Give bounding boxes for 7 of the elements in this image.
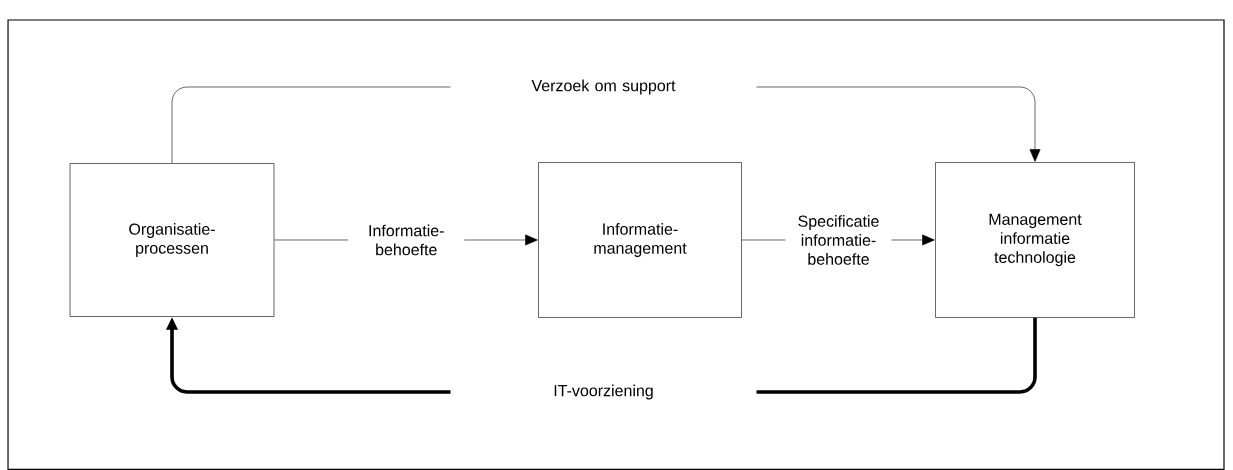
process-box: Organisatie- processen bbox=[69, 163, 275, 317]
edge-label: Verzoek om support bbox=[450, 76, 757, 98]
edge-label: IT-voorziening bbox=[450, 381, 757, 403]
edge-label: Specificatie informatie- behoefte bbox=[785, 212, 892, 268]
process-box: Management informatie technologie bbox=[935, 162, 1135, 318]
edge-label: Informatie- behoefte bbox=[348, 221, 465, 259]
process-box: Informatie- management bbox=[538, 162, 742, 318]
